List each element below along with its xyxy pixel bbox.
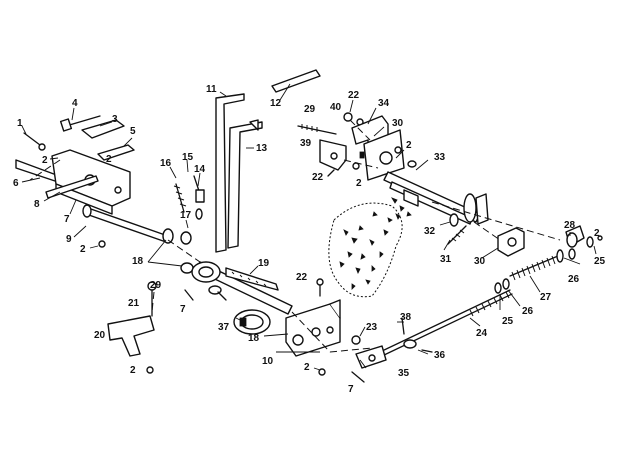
callout-39: 39 — [300, 138, 312, 149]
callout-11: 11 — [206, 84, 217, 95]
callout-15: 15 — [182, 152, 194, 163]
callout-37: 37 — [218, 322, 230, 333]
callout-19: 19 — [258, 258, 270, 269]
callout-35: 35 — [398, 368, 410, 379]
callout-labels: 1 2 3 4 5 6 7 8 9 2 2 16 15 14 17 18 7 2… — [13, 84, 606, 395]
callout-20: 20 — [94, 330, 106, 341]
callout-7: 7 — [348, 384, 354, 395]
callout-33: 33 — [434, 152, 446, 163]
callout-2: 2 — [356, 178, 362, 189]
callout-1: 1 — [17, 118, 23, 129]
callout-38: 38 — [400, 312, 412, 323]
callout-22: 22 — [348, 90, 360, 101]
callout-27: 27 — [540, 292, 552, 303]
callout-2: 2 — [406, 140, 412, 151]
callout-21: 21 — [128, 298, 140, 309]
callout-29: 29 — [150, 280, 162, 291]
callout-18: 18 — [132, 256, 144, 267]
callout-2: 2 — [80, 244, 86, 255]
upper-right-bracket-assembly — [297, 112, 561, 245]
callout-30: 30 — [392, 118, 404, 129]
callout-5: 5 — [130, 126, 136, 137]
callout-6: 6 — [13, 178, 19, 189]
leader-lines — [21, 83, 597, 371]
callout-16: 16 — [160, 158, 172, 169]
callout-30: 30 — [474, 256, 486, 267]
left-bracket-assembly — [15, 115, 205, 374]
alignment-lines — [29, 159, 501, 353]
callout-40: 40 — [330, 102, 342, 113]
callout-2: 2 — [42, 155, 48, 166]
callout-2: 2 — [106, 154, 112, 165]
callout-7: 7 — [64, 214, 70, 225]
callout-2: 2 — [594, 228, 600, 239]
callout-25: 25 — [502, 316, 514, 327]
callout-14: 14 — [194, 164, 206, 175]
callout-2: 2 — [130, 365, 136, 376]
callout-22: 22 — [312, 172, 324, 183]
callout-2: 2 — [304, 362, 310, 373]
callout-8: 8 — [34, 199, 40, 210]
callout-12: 12 — [270, 98, 282, 109]
callout-24: 24 — [476, 328, 488, 339]
callout-3: 3 — [112, 114, 118, 125]
callout-25: 25 — [594, 256, 606, 267]
callout-13: 13 — [256, 143, 268, 154]
callout-26: 26 — [522, 306, 534, 317]
callout-17: 17 — [180, 210, 192, 221]
callout-9: 9 — [66, 234, 72, 245]
callout-26: 26 — [568, 274, 580, 285]
callout-32: 32 — [424, 226, 436, 237]
callout-34: 34 — [378, 98, 390, 109]
callout-22: 22 — [296, 272, 308, 283]
callout-4: 4 — [72, 98, 78, 109]
right-rod-spring-assembly — [351, 225, 603, 383]
callout-29: 29 — [304, 104, 316, 115]
hatched-housing — [328, 197, 412, 298]
callout-23: 23 — [366, 322, 378, 333]
callout-36: 36 — [434, 350, 446, 361]
callout-28: 28 — [564, 220, 576, 231]
callout-10: 10 — [262, 356, 274, 367]
callout-31: 31 — [440, 254, 452, 265]
lift-lever-assembly — [191, 69, 341, 376]
callout-7: 7 — [180, 304, 186, 315]
callout-18: 18 — [248, 333, 260, 344]
